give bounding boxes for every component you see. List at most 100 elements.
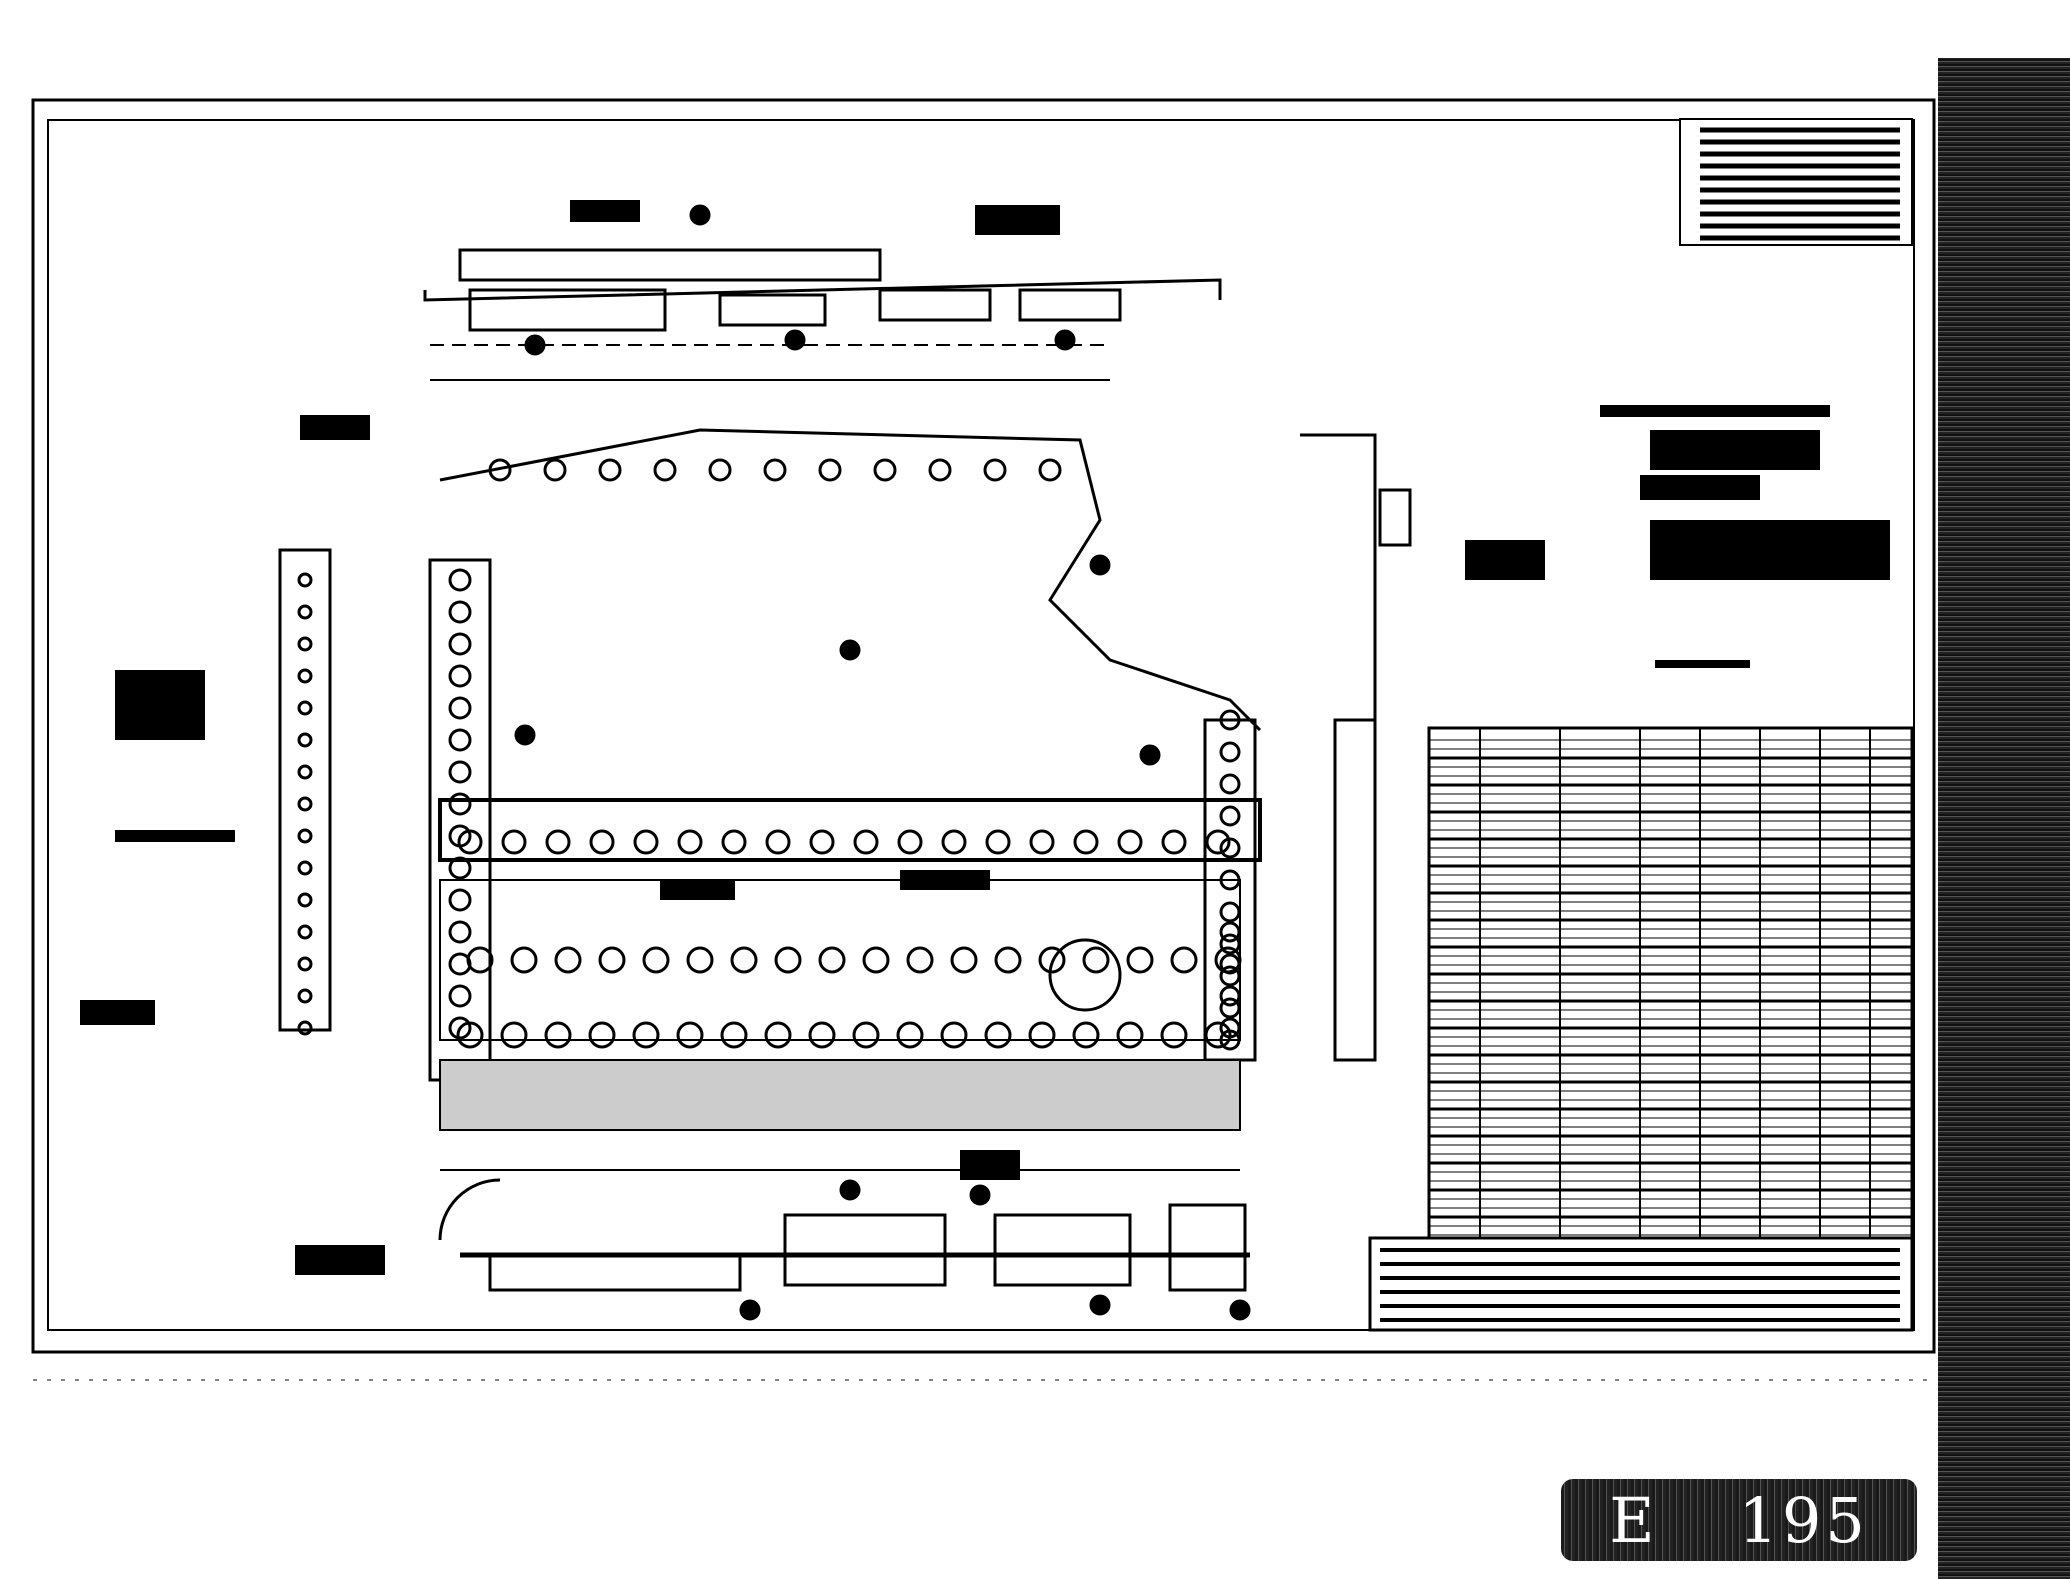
hole xyxy=(297,956,313,972)
hole xyxy=(983,458,1007,482)
sheet-number-label: E 195 xyxy=(1561,1479,1917,1561)
balloon xyxy=(1054,329,1076,351)
hole xyxy=(1219,869,1241,891)
hole xyxy=(633,829,659,855)
hole xyxy=(1219,921,1241,943)
hole xyxy=(1219,709,1241,731)
hole xyxy=(510,946,538,974)
hole xyxy=(598,946,626,974)
hole xyxy=(1028,1021,1056,1049)
balloon xyxy=(739,1299,761,1321)
hole xyxy=(1073,829,1099,855)
hole xyxy=(297,668,313,684)
hole xyxy=(897,829,923,855)
hole xyxy=(488,458,512,482)
hole xyxy=(456,1021,484,1049)
balloon xyxy=(839,1179,861,1201)
hole xyxy=(1219,965,1241,987)
hole xyxy=(545,829,571,855)
hole xyxy=(677,829,703,855)
hole xyxy=(985,829,1011,855)
hole xyxy=(941,829,967,855)
hole xyxy=(896,1021,924,1049)
hole xyxy=(632,1021,660,1049)
hole xyxy=(589,829,615,855)
hole xyxy=(297,732,313,748)
hole xyxy=(686,946,714,974)
hole xyxy=(765,829,791,855)
hole xyxy=(1219,741,1241,763)
hole xyxy=(448,792,472,816)
hole xyxy=(852,1021,880,1049)
hole xyxy=(1160,1021,1188,1049)
hole xyxy=(1038,458,1062,482)
hole xyxy=(297,860,313,876)
hole xyxy=(466,946,494,974)
hole xyxy=(1038,946,1066,974)
balloon xyxy=(689,204,711,226)
hole xyxy=(862,946,890,974)
balloon xyxy=(1089,1294,1111,1316)
hole xyxy=(1214,946,1242,974)
hole xyxy=(994,946,1022,974)
hole xyxy=(1029,829,1055,855)
balloon xyxy=(1139,744,1161,766)
hole xyxy=(1205,829,1231,855)
balloon xyxy=(1229,1299,1251,1321)
hole xyxy=(853,829,879,855)
balloon xyxy=(784,329,806,351)
hole xyxy=(928,458,952,482)
hole xyxy=(297,604,313,620)
balloon xyxy=(1089,554,1111,576)
hole xyxy=(763,458,787,482)
hole xyxy=(809,829,835,855)
hole xyxy=(808,1021,836,1049)
hole xyxy=(708,458,732,482)
balloon xyxy=(514,724,536,746)
hole xyxy=(457,829,483,855)
hole xyxy=(984,1021,1012,1049)
drawing-body xyxy=(278,248,1412,1292)
hole xyxy=(297,636,313,652)
hole xyxy=(297,572,313,588)
hole xyxy=(598,458,622,482)
hole xyxy=(1219,997,1241,1019)
hole xyxy=(297,764,313,780)
hole xyxy=(764,1021,792,1049)
hole xyxy=(448,856,472,880)
hole xyxy=(588,1021,616,1049)
hole xyxy=(448,728,472,752)
hole xyxy=(676,1021,704,1049)
hole xyxy=(1170,946,1198,974)
hole xyxy=(950,946,978,974)
hole xyxy=(873,458,897,482)
hole xyxy=(1117,829,1143,855)
hole xyxy=(1204,1021,1232,1049)
hole xyxy=(818,946,846,974)
hole xyxy=(500,1021,528,1049)
hole xyxy=(642,946,670,974)
sheet-number: 195 xyxy=(1738,1483,1869,1557)
balloon xyxy=(839,639,861,661)
hole xyxy=(818,458,842,482)
hole xyxy=(297,700,313,716)
callout-notes xyxy=(80,200,1890,1275)
scan-edge-strip xyxy=(1938,58,2070,1579)
sheet-border xyxy=(31,98,1936,1381)
hole xyxy=(1072,1021,1100,1049)
hole xyxy=(940,1021,968,1049)
hole xyxy=(1161,829,1187,855)
hole-pattern xyxy=(297,204,1251,1321)
hole xyxy=(1082,946,1110,974)
revision-block xyxy=(1679,118,1913,246)
hole xyxy=(448,760,472,784)
hole xyxy=(554,946,582,974)
hole xyxy=(544,1021,572,1049)
title-table xyxy=(1368,726,1914,1332)
hole xyxy=(297,796,313,812)
balloon xyxy=(969,1184,991,1206)
hole xyxy=(774,946,802,974)
hole xyxy=(448,696,472,720)
hole xyxy=(448,632,472,656)
hole xyxy=(297,1020,313,1036)
